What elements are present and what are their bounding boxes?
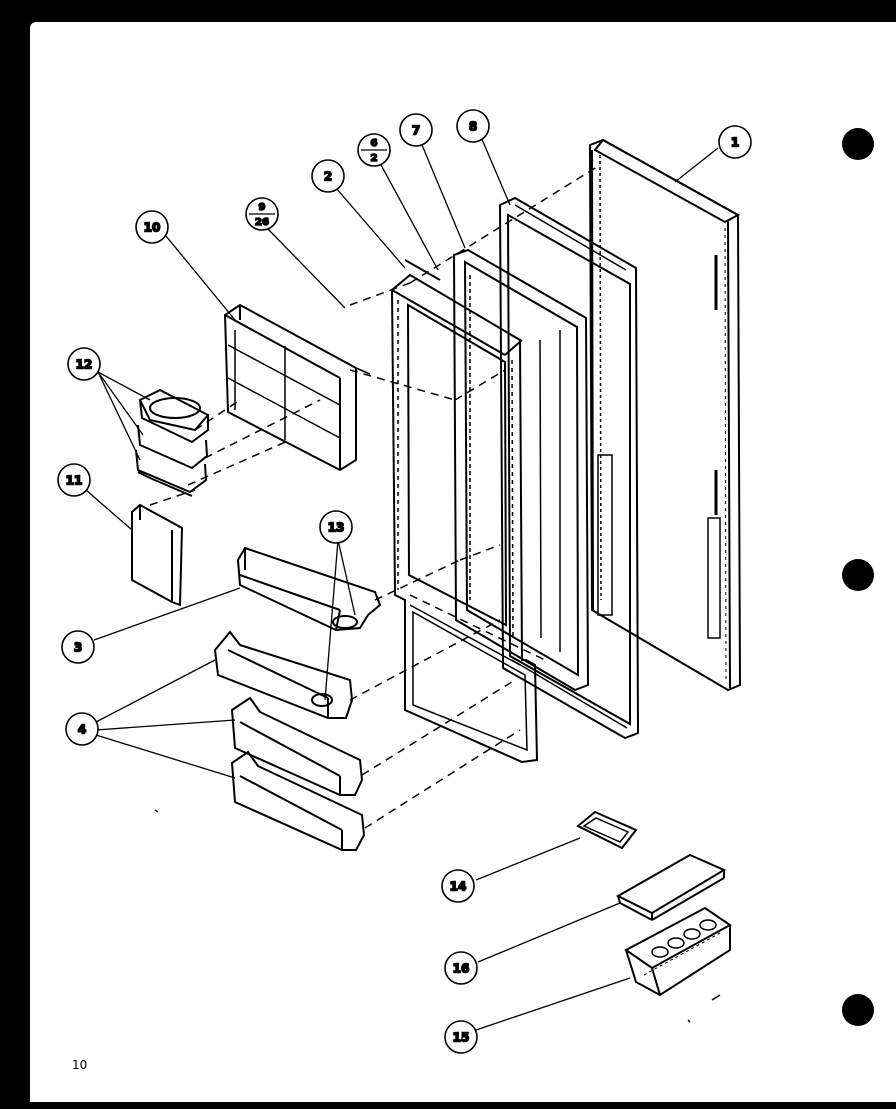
hole-punch-bottom — [842, 994, 874, 1026]
inner-door-liner — [390, 259, 539, 764]
door-shelf-4b — [230, 696, 364, 796]
callout-7: 7 — [399, 113, 433, 147]
callout-15: 15 — [444, 1020, 478, 1054]
svg-text:14: 14 — [450, 880, 467, 894]
callout-14: 14 — [441, 869, 475, 903]
hole-punch-top — [842, 128, 874, 160]
svg-text:9: 9 — [259, 202, 266, 213]
callout-11: 11 — [57, 463, 91, 497]
egg-bin — [624, 906, 732, 997]
leader-lines — [85, 136, 719, 1031]
hole-punch-middle — [842, 559, 874, 591]
nested-containers — [135, 388, 210, 497]
svg-text:10: 10 — [144, 221, 161, 235]
svg-text:1: 1 — [731, 136, 739, 150]
svg-text:2: 2 — [324, 170, 332, 184]
svg-text:6: 6 — [371, 138, 378, 149]
small-tray — [576, 810, 638, 850]
callout-4: 4 — [65, 712, 99, 746]
callout-2: 2 — [311, 159, 345, 193]
door-shelf-4c — [230, 750, 366, 851]
callout-10: 10 — [135, 210, 169, 244]
svg-text:11: 11 — [66, 474, 83, 488]
svg-text:16: 16 — [453, 962, 470, 976]
callout-1: 1 — [718, 125, 752, 159]
svg-text:4: 4 — [78, 723, 86, 737]
svg-text:12: 12 — [76, 358, 93, 372]
callout-13: 13 — [319, 510, 353, 544]
assembly-lines — [149, 164, 601, 829]
callout-6-2: 6 2 — [357, 133, 391, 167]
callout-3: 3 — [61, 630, 95, 664]
svg-text:26: 26 — [255, 217, 269, 228]
svg-text:2: 2 — [371, 153, 378, 164]
callout-12: 12 — [67, 347, 101, 381]
door-shelf-4a — [213, 630, 354, 719]
callout-16: 16 — [444, 951, 478, 985]
upper-shelf-assembly — [223, 303, 371, 472]
dairy-cover — [131, 503, 184, 607]
svg-text:13: 13 — [328, 521, 345, 535]
svg-text:15: 15 — [453, 1031, 470, 1045]
page-number: 10 — [72, 1058, 88, 1072]
door-gasket — [498, 196, 640, 740]
outer-door-panel — [588, 138, 742, 692]
svg-text:7: 7 — [412, 124, 420, 138]
diagram-sheet — [30, 22, 896, 1102]
door-shelf-upper — [236, 546, 382, 632]
callout-8: 8 — [456, 109, 490, 143]
svg-text:8: 8 — [469, 120, 477, 134]
breaker-frame — [452, 248, 590, 692]
svg-text:3: 3 — [74, 641, 82, 655]
shelf-clips — [311, 615, 358, 707]
callout-9-26: 9 26 — [245, 197, 279, 231]
bin-lid — [615, 853, 727, 921]
